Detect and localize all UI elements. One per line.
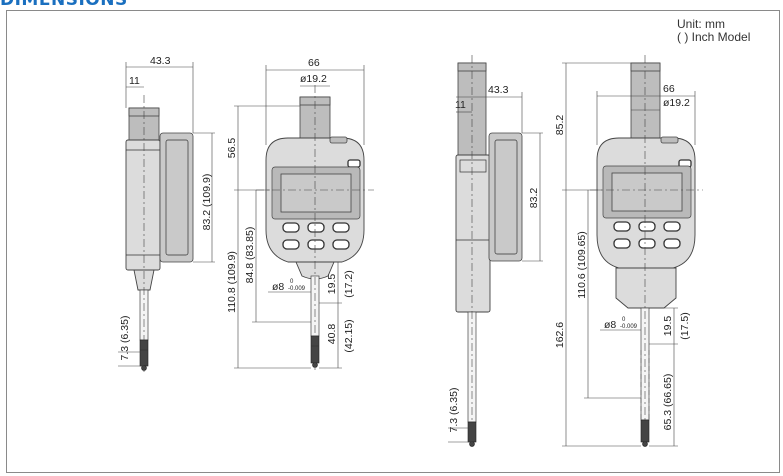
dim-110-8: 110.8 (109.9) [226, 251, 238, 313]
dim-phi-8-tol-b: 0 [622, 317, 626, 323]
dim-19-2-a: ø19.2 [300, 73, 327, 85]
dim-11-b: 11 [455, 99, 466, 111]
dim-phi-8-tol2-b: -0.009 [620, 324, 638, 330]
dim-phi-8-tol2-a: -0.009 [288, 286, 306, 292]
dim-56-5: 56.5 [226, 138, 238, 159]
dim-17-5: (17.5) [679, 312, 691, 339]
dim-162-6: 162.6 [554, 322, 566, 348]
dim-7-3-b: 7.3 (6.35) [448, 388, 460, 433]
front-view-standard [234, 65, 374, 372]
dim-phi-8-a: ø8 [272, 281, 284, 293]
dim-19-5-b: 19.5 [662, 316, 674, 337]
dim-83-2: 83.2 [528, 188, 540, 209]
dim-43-3-b: 43.3 [488, 84, 509, 96]
inch-model-note: ( ) Inch Model [677, 30, 751, 44]
dim-19-5-a: 19.5 [326, 274, 338, 295]
side-view-long [448, 55, 543, 450]
unit-note: Unit: mm ( ) Inch Model [677, 18, 750, 44]
dim-42-15: (42.15) [343, 319, 355, 352]
dim-19-2-b: ø19.2 [663, 97, 690, 109]
dim-83-2-109-9: 83.2 (109.9) [201, 174, 213, 231]
dim-43-3-a: 43.3 [150, 55, 171, 67]
dim-7-3-a: 7.3 (6.35) [119, 316, 131, 361]
dim-85-2: 85.2 [554, 115, 566, 136]
dim-65-3: 65.3 (66.65) [662, 374, 674, 431]
dim-11-a: 11 [129, 75, 140, 87]
dim-66-a: 66 [308, 57, 320, 69]
dim-84-8: 84.8 (83.85) [244, 227, 256, 284]
side-view-standard [118, 62, 215, 372]
dim-40-8: 40.8 [326, 324, 338, 345]
front-view-long [562, 55, 703, 450]
dim-66-b: 66 [663, 83, 675, 95]
dim-phi-8-tol-a: 0 [290, 279, 294, 285]
dim-phi-8-b: ø8 [604, 319, 616, 331]
unit-label: Unit: mm [677, 17, 725, 31]
dim-110-6: 110.6 (109.65) [576, 231, 588, 299]
dim-17-2: (17.2) [343, 270, 355, 297]
section-title: DIMENSIONS [0, 0, 128, 10]
